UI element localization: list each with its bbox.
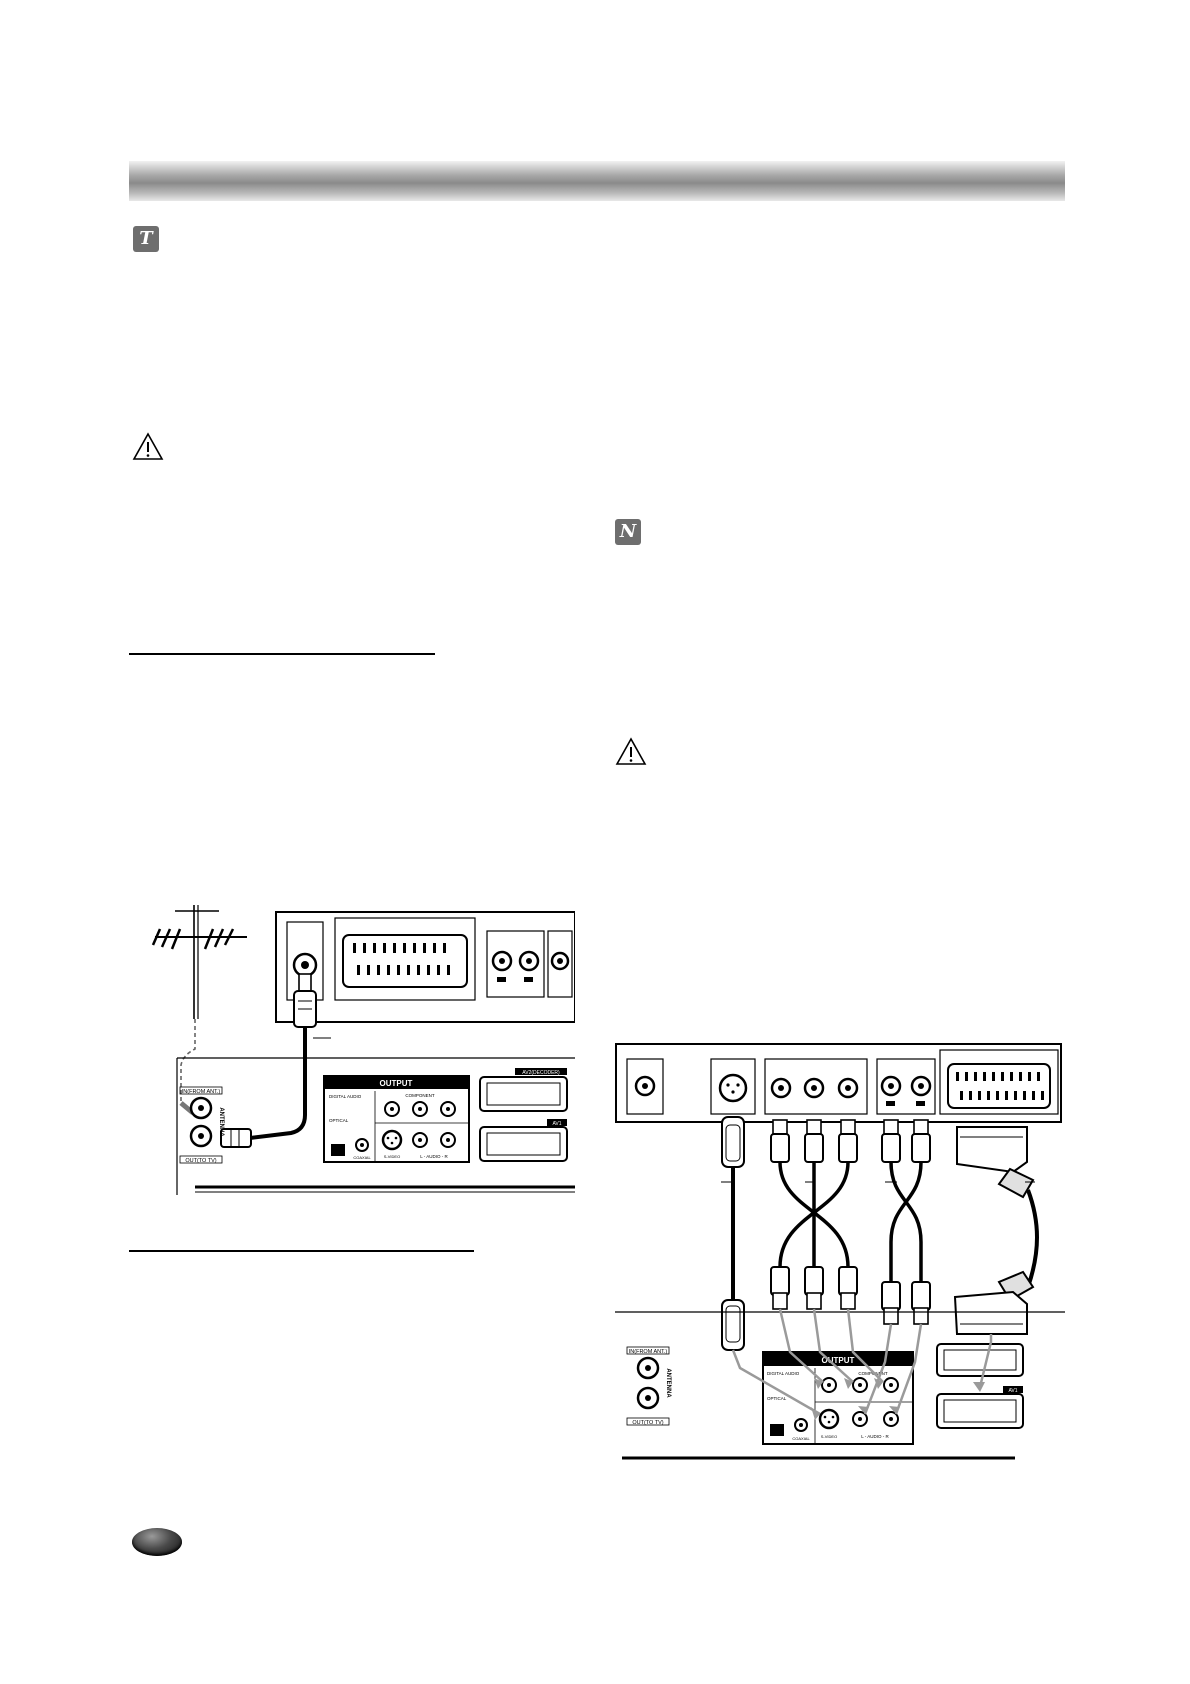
audio-cable bbox=[881, 1119, 931, 1325]
audio-label: L - AUDIO - R bbox=[861, 1434, 889, 1439]
rf-cable bbox=[220, 973, 331, 1148]
scart-cable bbox=[953, 1126, 1039, 1335]
svideo-cable bbox=[721, 1116, 745, 1351]
antenna-in-label: IN(FROM ANT.) bbox=[629, 1349, 668, 1355]
section-heading-rule bbox=[129, 653, 435, 655]
component-video-cable bbox=[770, 1119, 858, 1310]
output-panel-label: OUTPUT bbox=[822, 1356, 855, 1365]
optical-label: OPTICAL bbox=[767, 1396, 787, 1401]
svideo-label: S-VIDEO bbox=[821, 1434, 837, 1439]
digital-audio-label: DIGITAL AUDIO bbox=[329, 1094, 362, 1099]
antenna-out-label: OUT(TO TV) bbox=[185, 1158, 216, 1164]
arrowheads bbox=[811, 1378, 985, 1420]
header-bar bbox=[129, 161, 1065, 201]
antenna-out-label: OUT(TO TV) bbox=[632, 1420, 663, 1426]
coaxial-label: COAXIAL bbox=[353, 1155, 371, 1160]
antenna-icon bbox=[151, 905, 247, 1019]
svideo-label: S-VIDEO bbox=[384, 1154, 400, 1159]
antenna-connection-diagram: IN(FROM ANT.) OUT(TO TV) ANTENNA OUTPUT … bbox=[151, 905, 575, 1195]
connection-arrows bbox=[731, 1308, 993, 1416]
antenna-in-label: IN(FROM ANT.) bbox=[182, 1089, 221, 1095]
section-heading-rule bbox=[129, 1250, 474, 1252]
antenna-vertical-label: ANTENNA bbox=[218, 1107, 224, 1137]
page-number-badge bbox=[132, 1528, 182, 1556]
av1-label: AV1 bbox=[552, 1121, 561, 1127]
tv-rear-panel bbox=[615, 1043, 1062, 1123]
recorder-rear-panel: IN(FROM ANT.) OUT(TO TV) ANTENNA OUTPUT … bbox=[176, 1057, 575, 1195]
audio-label: L - AUDIO - R bbox=[420, 1154, 448, 1159]
warning-triangle-icon bbox=[615, 737, 647, 765]
optical-label: OPTICAL bbox=[329, 1118, 349, 1123]
component-label: COMPONENT bbox=[405, 1093, 435, 1098]
av1-label: AV1 bbox=[1008, 1388, 1017, 1394]
antenna-vertical-label: ANTENNA bbox=[665, 1368, 671, 1398]
av2-label: AV2(DECODER) bbox=[522, 1070, 560, 1076]
tv-connection-diagram: IN(FROM ANT.) OUT(TO TV) ANTENNA OUTPUT … bbox=[615, 1043, 1065, 1460]
tv-rear-panel bbox=[275, 911, 575, 1023]
tip-icon: T bbox=[133, 226, 159, 252]
note-icon: N bbox=[615, 519, 641, 545]
digital-audio-label: DIGITAL AUDIO bbox=[767, 1371, 800, 1376]
output-panel-label: OUTPUT bbox=[380, 1079, 413, 1088]
warning-triangle-icon bbox=[132, 432, 164, 460]
coaxial-label: COAXIAL bbox=[792, 1436, 810, 1441]
